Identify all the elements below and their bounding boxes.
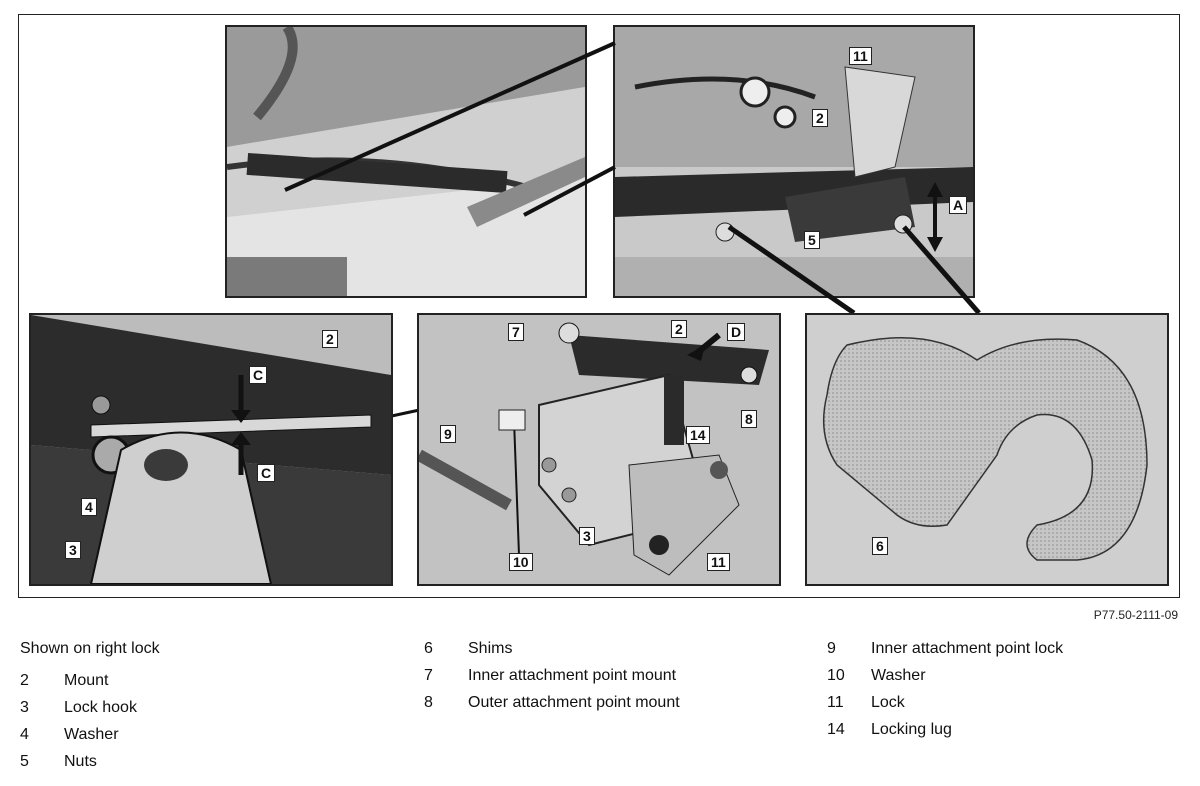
legend-text: Lock [871, 694, 905, 711]
legend-item: 14 Locking lug [827, 721, 1187, 748]
lock-assembly-photo [417, 313, 781, 586]
legend-number: 14 [827, 721, 845, 738]
callout-4: 4 [81, 498, 97, 516]
callout-D: D [727, 323, 746, 341]
legend-number: 9 [827, 640, 836, 657]
lock-detail-photo [613, 25, 975, 298]
callout-11-top: 11 [849, 47, 872, 65]
callout-7: 7 [508, 323, 524, 341]
legend-number: 5 [20, 753, 29, 770]
callout-3-hook: 3 [65, 541, 81, 559]
legend-text: Locking lug [871, 721, 952, 738]
legend-column-3: 9 Inner attachment point lock 10 Washer 11… [827, 640, 1187, 748]
legend-text: Washer [64, 726, 119, 743]
callout-11-lock: 11 [707, 553, 730, 571]
callout-14: 14 [686, 426, 710, 444]
callout-9: 9 [440, 425, 456, 443]
callout-3-lock: 3 [579, 527, 595, 545]
legend-text: Nuts [64, 753, 97, 770]
hook-detail-photo [29, 313, 393, 586]
legend-heading-text: Shown on right lock [20, 640, 160, 657]
callout-C-bottom: C [257, 464, 276, 482]
callout-5: 5 [804, 231, 820, 249]
legend-item: 11 Lock [827, 694, 1187, 721]
legend-text: Shims [468, 640, 513, 657]
legend-column-1: Shown on right lock 2 Mount 3 Lock hook 4 W… [20, 640, 380, 780]
overview-photo [225, 25, 587, 298]
legend-text: Outer attachment point mount [468, 694, 680, 711]
legend-item: 5 Nuts [20, 753, 380, 780]
legend-item: 10 Washer [827, 667, 1187, 694]
legend-text: Lock hook [64, 699, 137, 716]
callout-2-hook: 2 [322, 330, 338, 348]
callout-C-top: C [249, 366, 268, 384]
legend-number: 7 [424, 667, 433, 684]
legend-text: Washer [871, 667, 926, 684]
legend-item: 7 Inner attachment point mount [424, 667, 804, 694]
callout-2-top: 2 [812, 109, 828, 127]
legend-item: 4 Washer [20, 726, 380, 753]
legend-text: Inner attachment point mount [468, 667, 677, 684]
legend-text: Inner attachment point lock [871, 640, 1064, 657]
callout-10: 10 [509, 553, 533, 571]
legend-text: Mount [64, 672, 109, 689]
legend-number: 10 [827, 667, 845, 684]
legend-item: 8 Outer attachment point mount [424, 694, 804, 721]
legend-number: 2 [20, 672, 29, 689]
callout-A: A [949, 196, 968, 214]
legend-heading: Shown on right lock [20, 640, 380, 672]
legend-number: 8 [424, 694, 433, 711]
legend-item: 6 Shims [424, 640, 804, 667]
figure-frame: 11 2 5 A 2 C C 4 3 7 2 D 8 9 14 3 10 11 … [18, 14, 1180, 598]
legend-number: 4 [20, 726, 29, 743]
legend-number: 11 [827, 694, 844, 711]
callout-2-lock: 2 [671, 320, 687, 338]
shim-photo [805, 313, 1169, 586]
callout-8: 8 [741, 410, 757, 428]
legend-item: 2 Mount [20, 672, 380, 699]
legend-number: 3 [20, 699, 29, 716]
legend-number: 6 [424, 640, 433, 657]
legend-item: 9 Inner attachment point lock [827, 640, 1187, 667]
callout-6: 6 [872, 537, 888, 555]
legend-item: 3 Lock hook [20, 699, 380, 726]
legend-column-2: 6 Shims 7 Inner attachment point mount 8 Ou… [424, 640, 804, 721]
figure-code: P77.50-2111-09 [1093, 608, 1178, 622]
